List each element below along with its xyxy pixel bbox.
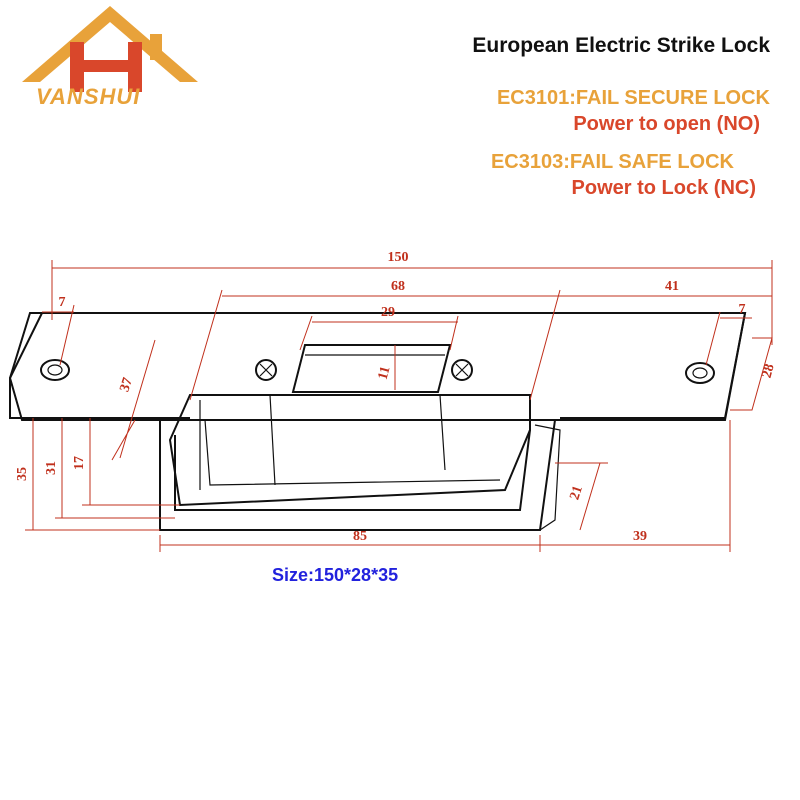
dim-bottom-length: 85: [353, 529, 367, 544]
dim-body-depth-slant: 37: [117, 376, 136, 394]
dim-body-width: 68: [391, 279, 405, 294]
vanshui-logo: [22, 6, 198, 92]
dim-right-length: 41: [665, 279, 679, 294]
dim-depth-17: 17: [72, 456, 87, 470]
dim-plate-height: 28: [760, 362, 778, 379]
page-title: European Electric Strike Lock: [472, 34, 770, 57]
logo-text: VANSHUI: [36, 84, 141, 109]
dim-bottom-right: 39: [633, 529, 647, 544]
dim-latch-width: 29: [381, 305, 395, 320]
lock-body: [168, 394, 531, 507]
dim-depth-21: 21: [567, 484, 586, 502]
dim-left-hole: 7: [59, 295, 66, 310]
left-mount-hole: [40, 359, 70, 381]
right-screw-icon: [451, 359, 473, 381]
latch-opening: [291, 344, 452, 393]
dim-depth-total: 35: [15, 467, 30, 481]
model-2-label: EC3103:FAIL SAFE LOCK: [490, 151, 734, 173]
left-screw-icon: [255, 359, 277, 381]
model-1-note: Power to open (NO): [573, 113, 760, 135]
right-mount-hole: [685, 362, 715, 384]
dim-latch-height: 11: [376, 365, 394, 382]
dim-right-hole: 7: [739, 302, 746, 317]
model-1-label: EC3101:FAIL SECURE LOCK: [496, 87, 770, 109]
dimension-lines: [25, 260, 773, 552]
dim-overall-length: 150: [388, 250, 409, 265]
size-caption: Size:150*28*35: [272, 565, 399, 585]
model-2-note: Power to Lock (NC): [571, 177, 756, 199]
dim-depth-31: 31: [44, 461, 59, 475]
